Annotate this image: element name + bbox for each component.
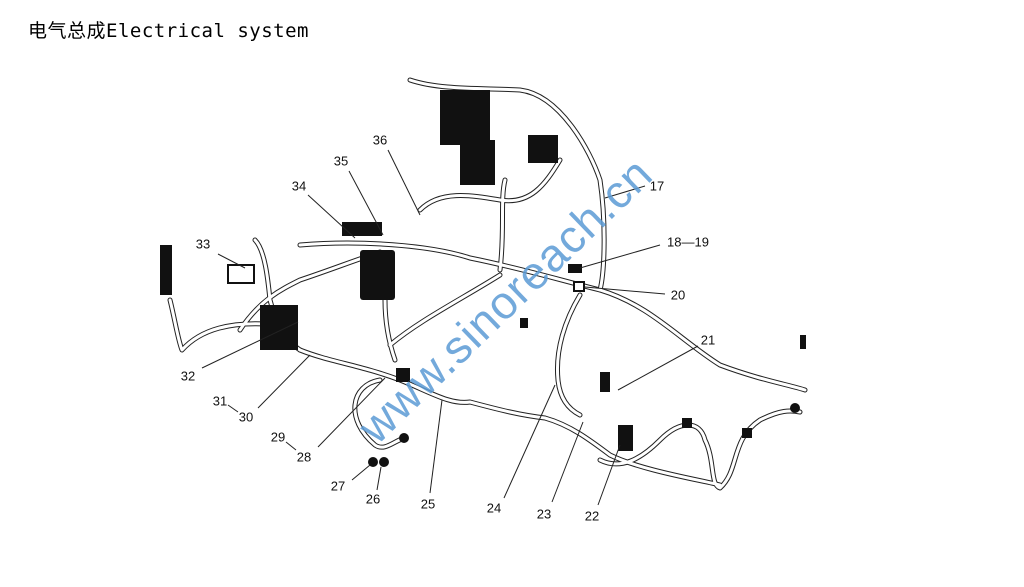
connectors [160,90,806,467]
callout-23: 23 [536,506,552,522]
connector-block [520,318,528,328]
callout-25: 25 [420,496,436,512]
connector-block [440,90,490,145]
callout-28: 28 [296,449,312,465]
callout-34: 34 [291,178,307,194]
connector-block [160,245,172,295]
connector-block [742,428,752,438]
connector-block [396,368,410,382]
callout-18-19: 18—19 [667,234,709,250]
callout-21: 21 [700,332,716,348]
title-english: Electrical system [106,20,309,42]
harness-wire [298,348,722,487]
harness-wire [498,178,507,272]
connector-block [342,222,382,236]
callout-20: 20 [670,287,686,303]
leader-lines [201,149,699,506]
connector-plug [368,457,378,467]
callout-36: 36 [372,132,388,148]
connector-plug [790,403,800,413]
connector-block [460,140,495,185]
connector-block [568,264,582,273]
harness-wire [555,293,582,417]
harness-wire [353,378,407,449]
harness-wires [167,77,808,491]
connector-block [682,418,692,428]
callout-24: 24 [486,500,502,516]
callout-27: 27 [330,478,346,494]
harness-wire [408,78,606,292]
connector-block [528,135,558,163]
page-title: 电气总成Electrical system [28,16,309,43]
harness-wire [418,158,562,212]
harness-wire [598,409,802,490]
harness-wire [388,273,502,347]
connector-block [227,264,255,284]
callout-17: 17 [649,178,665,194]
callout-30: 30 [238,409,254,425]
connector-plug [399,433,409,443]
callout-31: 31 [212,393,228,409]
connector-block [573,281,585,292]
connector-block [360,250,395,300]
callout-22: 22 [584,508,600,524]
harness-wire [383,298,397,362]
connector-block [618,425,633,451]
harness-wire [168,298,282,352]
connector-plug [379,457,389,467]
callout-33: 33 [195,236,211,252]
title-chinese: 电气总成 [28,20,107,42]
connector-block [800,335,806,349]
callout-29: 29 [270,429,286,445]
callout-26: 26 [365,491,381,507]
connector-block [600,372,610,392]
harness-wire [238,250,382,332]
connector-block [260,305,298,350]
harness-wire [298,241,807,392]
callout-32: 32 [180,368,196,384]
callout-35: 35 [333,153,349,169]
